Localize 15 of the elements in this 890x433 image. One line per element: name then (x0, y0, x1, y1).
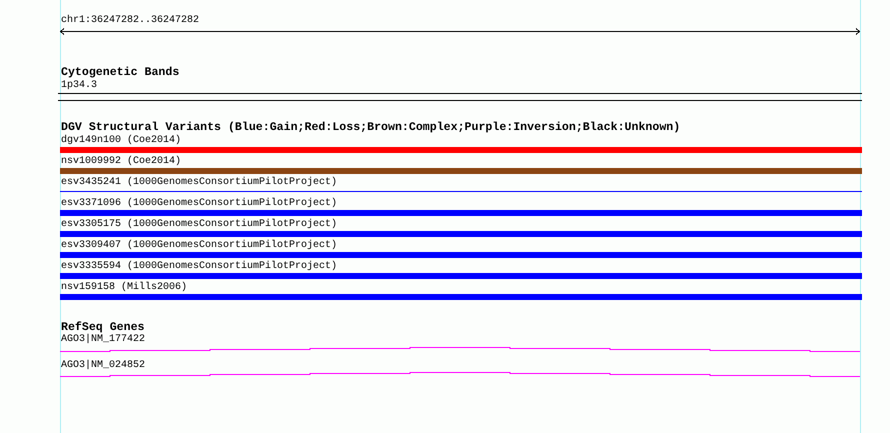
variant-label: esv3371096 (1000GenomesConsortiumPilotProject) (61, 198, 338, 209)
track-title: RefSeq Genes (61, 322, 144, 334)
gene-label: AGO3|NM_024852 (61, 360, 146, 371)
band-label: 1p34.3 (61, 80, 98, 91)
track-title: DGV Structural Variants (Blue:Gain;Red:Loss;Brown:Complex;Purple:Inversion;Black:Unknown) (61, 122, 680, 134)
variant-label: dgv149n100 (Coe2014) (61, 135, 182, 146)
position-label: chr1:36247282..36247282 (61, 15, 200, 26)
variant-label: nsv159158 (Mills2006) (61, 282, 188, 293)
variant-label: esv3335594 (1000GenomesConsortiumPilotProject) (61, 261, 338, 272)
track-title: Cytogenetic Bands (61, 67, 180, 79)
variant-label: esv3305175 (1000GenomesConsortiumPilotProject) (61, 219, 338, 230)
gene-label: AGO3|NM_177422 (61, 334, 146, 345)
variant-label: esv3435241 (1000GenomesConsortiumPilotProject) (61, 177, 338, 188)
variant-label: nsv1009992 (Coe2014) (61, 156, 182, 167)
variant-label: esv3309407 (1000GenomesConsortiumPilotProject) (61, 240, 338, 251)
